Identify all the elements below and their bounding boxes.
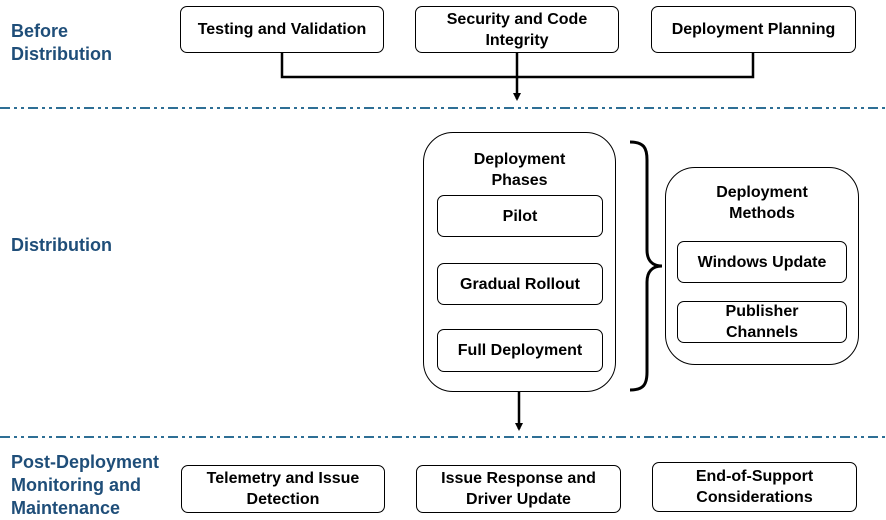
deployment-phases-title: Deployment Phases [473,151,566,189]
merge-connector [280,53,755,101]
step-full-deployment: Full Deployment [437,329,603,372]
post-box-telemetry: Telemetry and Issue Detection [181,465,385,513]
before-box-planning: Deployment Planning [651,6,856,53]
post-box-end-of-support: End-of-Support Considerations [652,462,857,512]
method-windows-update: Windows Update [677,241,847,283]
phase-label-distribution: Distribution [11,235,112,255]
phase-label-before: Before Distribution [11,21,112,64]
step-pilot: Pilot [437,195,603,237]
post-box-issue-response: Issue Response and Driver Update [416,465,621,513]
deployment-methods-title: Deployment Methods [716,184,808,222]
before-box-security: Security and Code Integrity [415,6,619,53]
method-publisher-channels: Publisher Channels [677,301,847,343]
before-box-testing: Testing and Validation [180,6,384,53]
step-gradual-rollout: Gradual Rollout [437,263,603,305]
curly-brace [629,140,663,392]
phase-label-post: Post-Deployment Monitoring and Maintenan… [11,452,160,518]
